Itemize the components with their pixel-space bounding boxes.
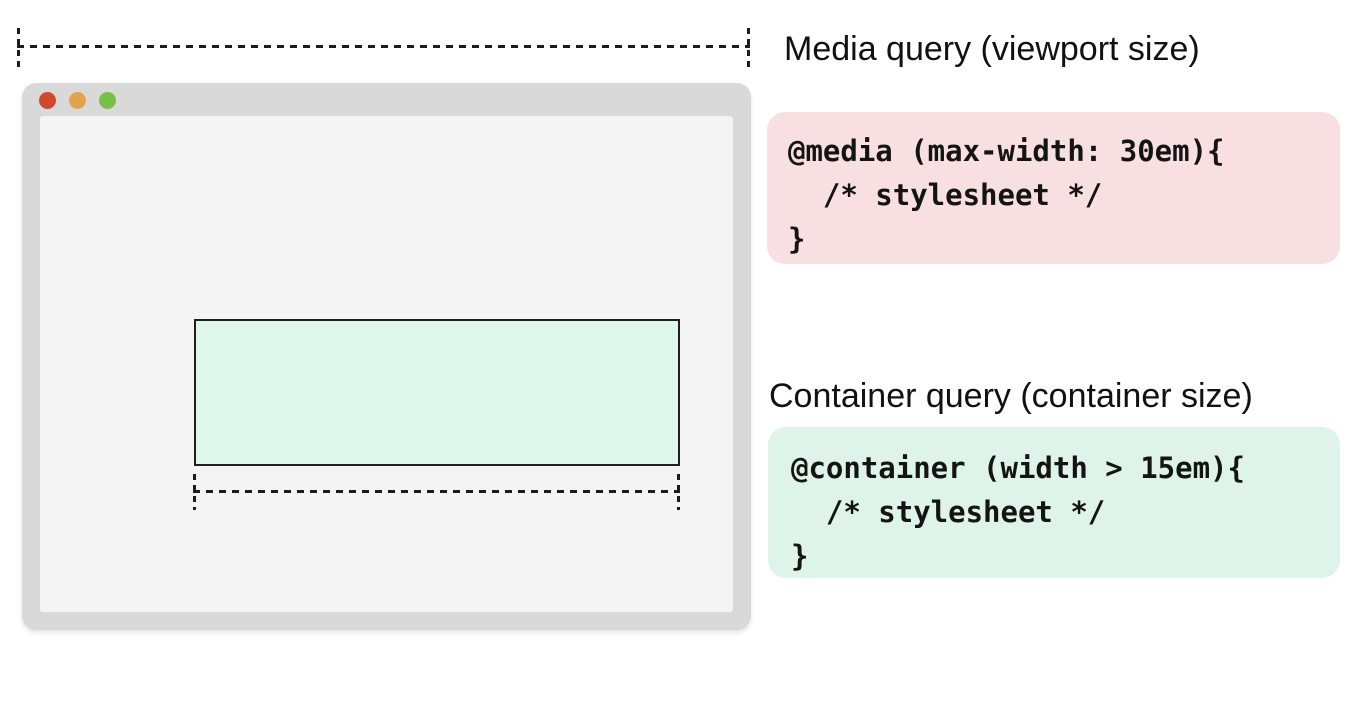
container-width-measure-line bbox=[193, 490, 680, 493]
viewport-width-measure-line bbox=[17, 45, 750, 48]
zoom-button-icon bbox=[99, 92, 116, 109]
close-button-icon bbox=[39, 92, 56, 109]
viewport-measure-cap-left bbox=[17, 28, 20, 68]
code-line: /* stylesheet */ bbox=[791, 495, 1106, 529]
code-line: } bbox=[788, 222, 806, 256]
traffic-lights bbox=[39, 92, 116, 109]
viewport-measure-cap-right bbox=[747, 28, 750, 68]
container-measure-cap-right bbox=[677, 474, 680, 510]
container-box bbox=[194, 319, 680, 466]
media-query-heading: Media query (viewport size) bbox=[784, 30, 1200, 68]
container-query-code-block: @container (width > 15em){ /* stylesheet… bbox=[768, 427, 1340, 578]
minimize-button-icon bbox=[69, 92, 86, 109]
container-query-heading: Container query (container size) bbox=[769, 377, 1253, 415]
code-line: @container (width > 15em){ bbox=[791, 451, 1245, 485]
browser-window bbox=[22, 83, 751, 630]
media-query-code-block: @media (max-width: 30em){ /* stylesheet … bbox=[767, 112, 1340, 264]
code-line: @media (max-width: 30em){ bbox=[788, 134, 1225, 168]
container-measure-cap-left bbox=[193, 474, 196, 510]
code-line: /* stylesheet */ bbox=[788, 178, 1103, 212]
code-line: } bbox=[791, 539, 809, 573]
